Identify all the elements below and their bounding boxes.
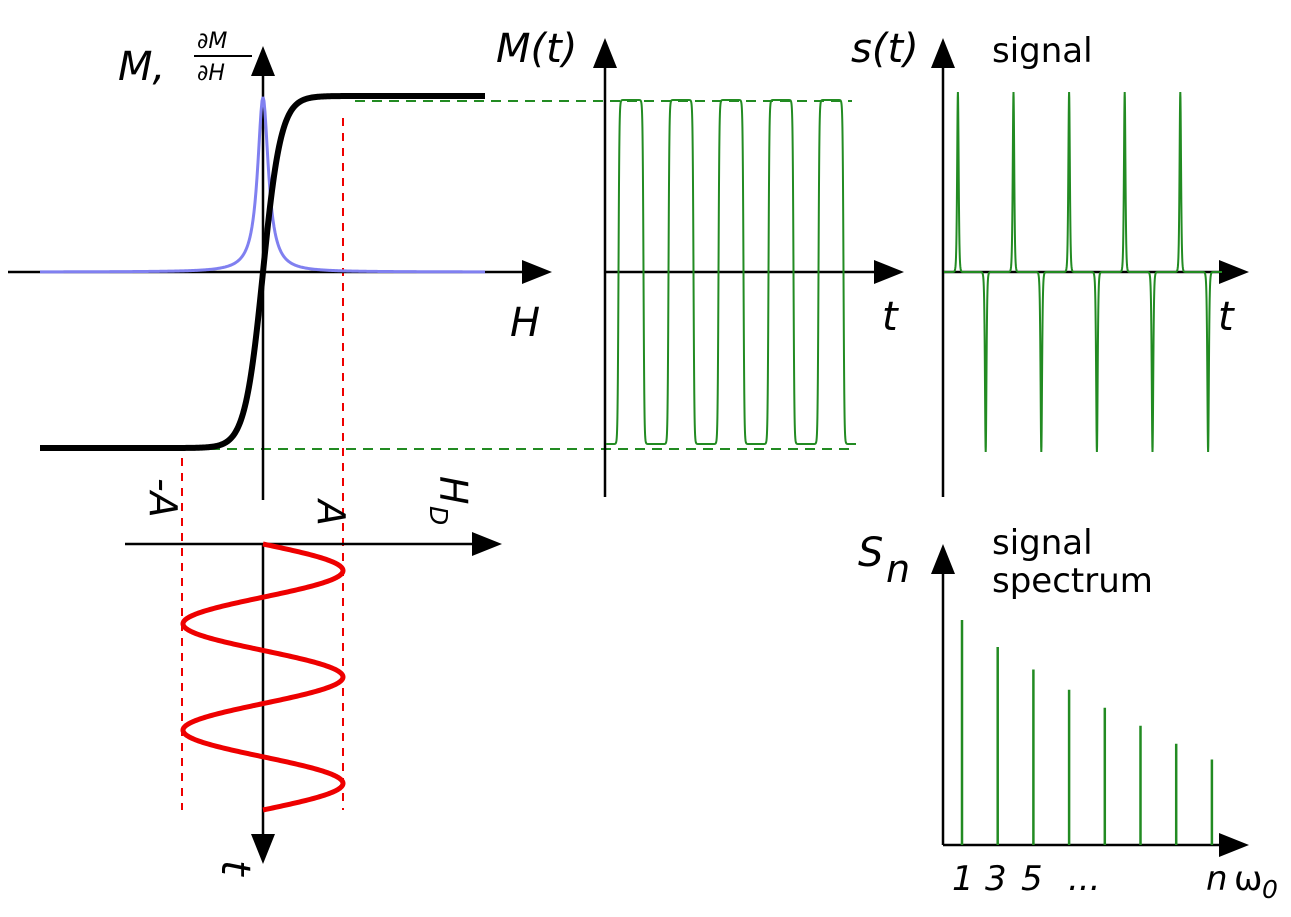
hd-axis-label: H: [431, 476, 475, 505]
minus-a-label: -A: [141, 478, 185, 518]
drive-field-panel: -A A H D t: [125, 476, 502, 877]
spectrum-panel: S n signal spectrum 1 3 5 ... n ω 0: [858, 523, 1278, 904]
signal-panel: s(t) signal t: [851, 26, 1249, 497]
st-time-label: t: [1218, 294, 1235, 340]
drive-time-label-group: t: [212, 860, 258, 877]
mt-vertical-axis-arrow: [593, 38, 617, 68]
magnetization-time-curve: [606, 99, 856, 445]
harmonic-n-label: n: [1206, 859, 1228, 899]
saturation-guides: [210, 100, 852, 450]
spectrum-lines: [960, 620, 1214, 845]
mt-time-axis-arrow: [874, 260, 904, 284]
signal-title: signal: [992, 31, 1093, 71]
sn-axis-label: S: [858, 530, 883, 576]
derivative-numerator: ∂M: [197, 29, 227, 54]
spectrum-title-line1: signal: [992, 523, 1093, 563]
tick-label-5: 5: [1021, 859, 1043, 899]
sn-axis-arrow: [931, 544, 955, 574]
hd-label-group: H D: [424, 476, 475, 525]
minus-a-label-group: -A: [141, 478, 185, 518]
drive-time-label: t: [212, 860, 258, 877]
mt-axis-label: M(t): [496, 26, 577, 72]
mt-time-label: t: [882, 294, 899, 340]
harmonic-omega-label: ω: [1234, 859, 1262, 899]
hd-axis-subscript: D: [424, 506, 453, 525]
spectrum-title-line2: spectrum: [992, 561, 1153, 601]
plus-a-label: A: [309, 497, 353, 526]
magnetization-panel: M, ∂M ∂H H: [8, 29, 552, 500]
magnetization-curve: [40, 93, 485, 451]
derivative-denominator: ∂H: [197, 61, 225, 86]
hd-axis-arrow: [472, 532, 502, 556]
m-axis-arrow: [251, 46, 275, 76]
harmonic-omega-subscript: 0: [1262, 875, 1278, 904]
drive-time-axis-arrow: [251, 834, 275, 864]
tick-label-1: 1: [952, 859, 974, 899]
m-axis-label: M,: [118, 44, 165, 90]
drive-field-curve: [180, 541, 346, 813]
tick-label-ellipsis: ...: [1068, 859, 1100, 899]
harmonic-axis-arrow: [1219, 833, 1249, 857]
signal-curve: [944, 91, 1222, 453]
tick-label-3: 3: [985, 859, 1007, 899]
st-vertical-axis-arrow: [931, 38, 955, 68]
sn-axis-subscript: n: [886, 547, 910, 591]
st-axis-label: s(t): [851, 26, 919, 72]
drive-amplitude-guides: [181, 118, 344, 810]
h-axis-label: H: [510, 300, 540, 346]
mt-panel: M(t) t: [496, 26, 904, 497]
plus-a-label-group: A: [309, 497, 353, 526]
h-axis-arrow: [522, 260, 552, 284]
derivative-curve: [40, 96, 485, 274]
st-time-axis-arrow: [1219, 260, 1249, 284]
